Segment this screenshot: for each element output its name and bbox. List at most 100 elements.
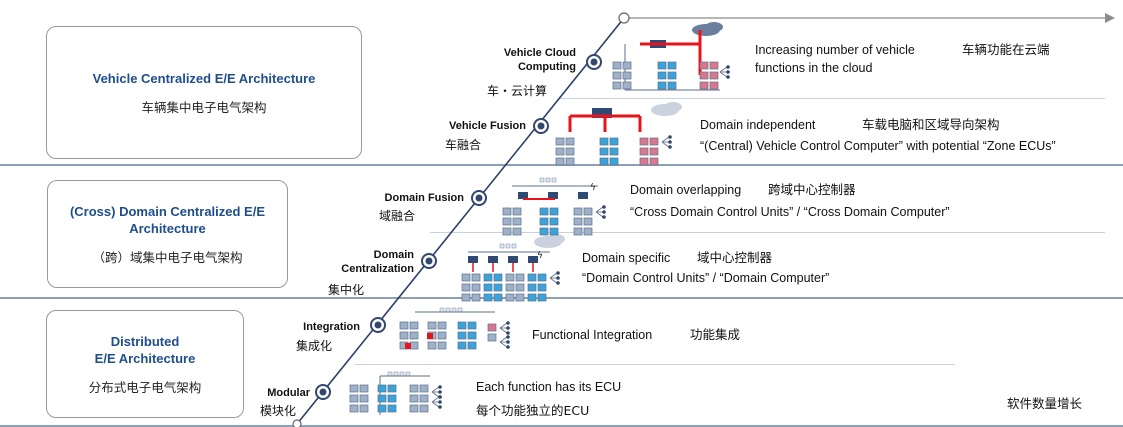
ecu-box <box>377 394 387 403</box>
sensor-link <box>661 141 670 148</box>
domain-controller <box>468 256 478 263</box>
ecu-box <box>437 341 447 350</box>
sensor-node <box>438 400 442 404</box>
desc-integration-cn: 功能集成 <box>690 327 741 342</box>
ecu-box <box>512 207 522 216</box>
sensor-link <box>499 322 508 329</box>
ecu-box <box>399 331 409 340</box>
ecu-box <box>487 323 497 332</box>
ecu-box <box>622 81 632 90</box>
bus-segment <box>393 371 399 377</box>
evolution-line <box>296 17 625 425</box>
sensor-node <box>438 385 442 389</box>
ecu-box <box>667 81 677 90</box>
ecu-box <box>537 283 547 292</box>
ecu-box <box>549 227 559 236</box>
stage-separator <box>560 98 1105 99</box>
stage-separator <box>430 232 1105 233</box>
ecu-box <box>461 293 471 302</box>
ecu-box <box>709 81 719 90</box>
stage-label-domain-fusion: Domain Fusion <box>384 192 464 204</box>
desc-fusion-detail: “(Central) Vehicle Control Computer” wit… <box>700 139 1056 153</box>
cloud-icon <box>705 22 723 32</box>
ecu-box <box>609 157 619 166</box>
ecu-box <box>377 384 387 393</box>
stage-nodes <box>315 54 602 400</box>
arch-subtitle-cn: 分布式电子电气架构 <box>88 379 202 395</box>
sensor-node <box>602 215 606 219</box>
arch-title: (Cross) Domain Centralized E/E <box>69 203 266 219</box>
sensor-node <box>602 210 606 214</box>
stage-label-integration: Integration <box>303 321 360 333</box>
ecu-box <box>583 227 593 236</box>
sensor-node <box>726 65 730 69</box>
stage-label-domain-central: Domain Centralization <box>341 249 414 275</box>
ecu-box <box>505 273 515 282</box>
stage-label-domain-central-cn: 集中化 <box>328 283 365 297</box>
sensor-node <box>726 70 730 74</box>
ecu-box <box>387 394 397 403</box>
arch-vehicle-centralized: Vehicle Centralized E/E Architecture 车辆集… <box>46 26 362 159</box>
central-computer <box>592 108 612 118</box>
ecu-box <box>359 394 369 403</box>
ecu-box <box>457 341 467 350</box>
arch-title-line2: E/E Architecture <box>94 350 196 366</box>
evolution-end-node <box>618 12 630 24</box>
desc-modular: Each function has its ECU <box>476 380 622 394</box>
ecu-box <box>483 273 493 282</box>
ecu-box <box>502 227 512 236</box>
sensor-node <box>438 405 442 409</box>
ecu-box <box>419 394 429 403</box>
bus-segment <box>545 177 551 183</box>
cloud-icon <box>547 234 565 244</box>
bus-segment <box>457 307 463 313</box>
ecu-box <box>709 71 719 80</box>
sensor-node <box>506 335 510 339</box>
arch-subtitle-cn: 车辆集中电子电气架构 <box>141 99 267 115</box>
sensor-node <box>668 140 672 144</box>
sensor-node <box>506 331 510 335</box>
ecu-box <box>515 273 525 282</box>
ecu-box <box>709 61 719 70</box>
domain-controller <box>508 256 518 263</box>
sensor-node <box>668 135 672 139</box>
ecu-highlight <box>427 333 433 339</box>
ecu-box <box>599 147 609 156</box>
ecu-box <box>549 217 559 226</box>
bus-segment <box>399 371 405 377</box>
desc-integration: Functional Integration <box>532 328 653 342</box>
ecu-box <box>505 293 515 302</box>
band-divider-bottom <box>0 297 1123 299</box>
stage-label-domain-fusion-cn: 域融合 <box>379 209 416 223</box>
arch-subtitle-cn: （跨）域集中电子电气架构 <box>92 249 243 265</box>
domain-controller <box>578 192 588 199</box>
ecu-box <box>377 404 387 413</box>
ecu-box <box>427 341 437 350</box>
ecu-box <box>515 283 525 292</box>
ecu-box <box>512 227 522 236</box>
sensor-node <box>506 326 510 330</box>
ecu-box <box>493 293 503 302</box>
desc-domain-central-detail: “Domain Control Units” / “Domain Compute… <box>582 271 830 285</box>
ecu-box <box>505 283 515 292</box>
ecu-box <box>483 293 493 302</box>
bus-segment <box>439 307 445 313</box>
ecu-box <box>349 394 359 403</box>
bus-segment <box>505 243 511 249</box>
ecu-box <box>457 331 467 340</box>
ecu-box <box>649 137 659 146</box>
ecu-box <box>437 331 447 340</box>
ecu-box <box>565 137 575 146</box>
stage-label-modular-cn: 模块化 <box>260 404 297 418</box>
ecu-box <box>622 71 632 80</box>
sensor-node <box>602 205 606 209</box>
bus-segment <box>405 371 411 377</box>
sensor-link <box>431 391 440 398</box>
ecu-box <box>539 207 549 216</box>
growth-axis-arrowhead <box>1105 13 1115 23</box>
cloud-icon <box>664 102 682 112</box>
bus-segment <box>551 177 557 183</box>
ecu-box <box>527 283 537 292</box>
sensor-node <box>438 390 442 394</box>
ecu-highlight <box>405 343 411 349</box>
